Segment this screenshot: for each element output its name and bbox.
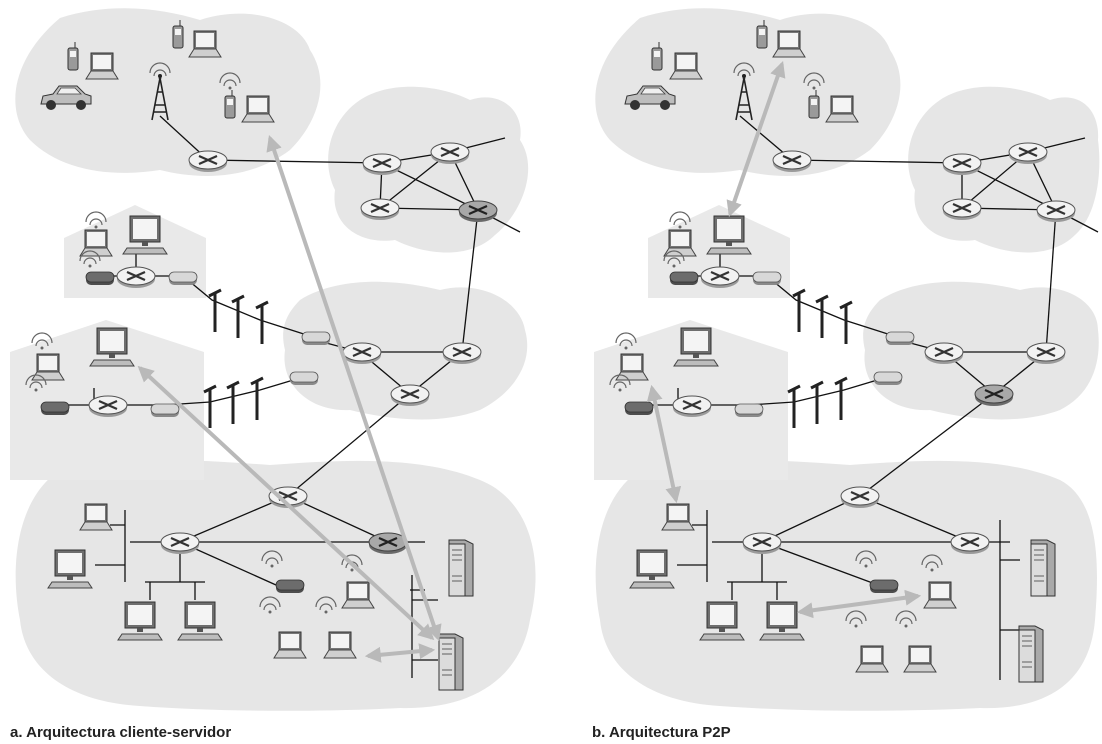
- router-icon: [361, 152, 403, 177]
- flow-arrows-a: [137, 134, 442, 663]
- router-icon: [429, 141, 471, 166]
- modem-icon: [873, 371, 903, 386]
- desktop-icon: [629, 549, 675, 589]
- desktop-icon: [89, 327, 135, 367]
- laptop-icon: [669, 52, 703, 80]
- router-icon: [87, 394, 129, 419]
- laptop-icon: [923, 581, 957, 609]
- desktop-icon: [706, 215, 752, 255]
- utility-pole-icon: [249, 376, 265, 422]
- laptop-icon: [323, 631, 357, 659]
- desktop-icon: [699, 601, 745, 641]
- router-icon: [771, 149, 813, 174]
- utility-pole-icon: [791, 288, 807, 334]
- router-icon: [457, 199, 499, 224]
- laptop-icon: [615, 353, 649, 381]
- server-icon: [1018, 625, 1044, 683]
- modem-icon: [289, 371, 319, 386]
- desktop-icon: [759, 601, 805, 641]
- modem-icon: [85, 271, 115, 286]
- router-icon: [341, 341, 383, 366]
- utility-pole-icon: [786, 384, 802, 430]
- router-icon: [115, 265, 157, 290]
- utility-pole-icon: [809, 380, 825, 426]
- router-icon: [973, 383, 1015, 408]
- panel-b: [594, 8, 1100, 711]
- router-icon: [941, 197, 983, 222]
- router-icon: [1007, 141, 1049, 166]
- caption-client-server: a. Arquitectura cliente-servidor: [10, 724, 232, 741]
- router-icon: [187, 149, 229, 174]
- router-icon: [941, 152, 983, 177]
- cloud-mobile-network: [15, 8, 321, 176]
- laptop-icon: [273, 631, 307, 659]
- utility-pole-icon: [225, 380, 241, 426]
- modem-icon: [752, 271, 782, 286]
- router-icon: [699, 265, 741, 290]
- modem-icon: [885, 331, 915, 346]
- laptop-icon: [825, 95, 859, 123]
- desktop-icon: [122, 215, 168, 255]
- modem-icon: [869, 579, 899, 594]
- server-icon: [438, 633, 464, 691]
- utility-pole-icon: [838, 300, 854, 346]
- router-icon: [367, 531, 409, 556]
- router-icon: [359, 197, 401, 222]
- router-icon: [441, 341, 483, 366]
- utility-pole-icon: [814, 294, 830, 340]
- router-icon: [1035, 199, 1077, 224]
- utility-pole-icon: [230, 294, 246, 340]
- laptop-icon: [661, 503, 695, 531]
- cloud-isp-middle: [863, 281, 1099, 420]
- router-icon: [389, 383, 431, 408]
- laptop-icon: [31, 353, 65, 381]
- desktop-icon: [47, 549, 93, 589]
- router-icon: [671, 394, 713, 419]
- laptop-icon: [241, 95, 275, 123]
- modem-icon: [624, 401, 654, 416]
- modem-icon: [275, 579, 305, 594]
- modem-icon: [301, 331, 331, 346]
- cloud-isp-top: [908, 86, 1100, 253]
- laptop-icon: [85, 52, 119, 80]
- laptop-icon: [341, 581, 375, 609]
- router-icon: [839, 485, 881, 510]
- router-icon: [159, 531, 201, 556]
- utility-pole-icon: [254, 300, 270, 346]
- router-icon: [949, 531, 991, 556]
- router-icon: [923, 341, 965, 366]
- utility-pole-icon: [207, 288, 223, 334]
- modem-icon: [734, 403, 764, 418]
- modem-icon: [669, 271, 699, 286]
- utility-pole-icon: [202, 384, 218, 430]
- panel-a: [10, 8, 536, 711]
- laptop-icon: [855, 645, 889, 673]
- router-icon: [1025, 341, 1067, 366]
- desktop-icon: [117, 601, 163, 641]
- laptop-icon: [903, 645, 937, 673]
- modem-icon: [168, 271, 198, 286]
- flow-arrows-b: [646, 60, 922, 619]
- desktop-icon: [673, 327, 719, 367]
- utility-pole-icon: [833, 376, 849, 422]
- desktop-icon: [177, 601, 223, 641]
- modem-icon: [40, 401, 70, 416]
- cloud-enterprise: [595, 460, 1097, 711]
- server-icon: [448, 539, 474, 597]
- laptop-icon: [79, 503, 113, 531]
- router-icon: [741, 531, 783, 556]
- server-icon: [1030, 539, 1056, 597]
- laptop-icon: [772, 30, 806, 58]
- laptop-icon: [188, 30, 222, 58]
- modem-icon: [150, 403, 180, 418]
- caption-p2p: b. Arquitectura P2P: [592, 724, 731, 741]
